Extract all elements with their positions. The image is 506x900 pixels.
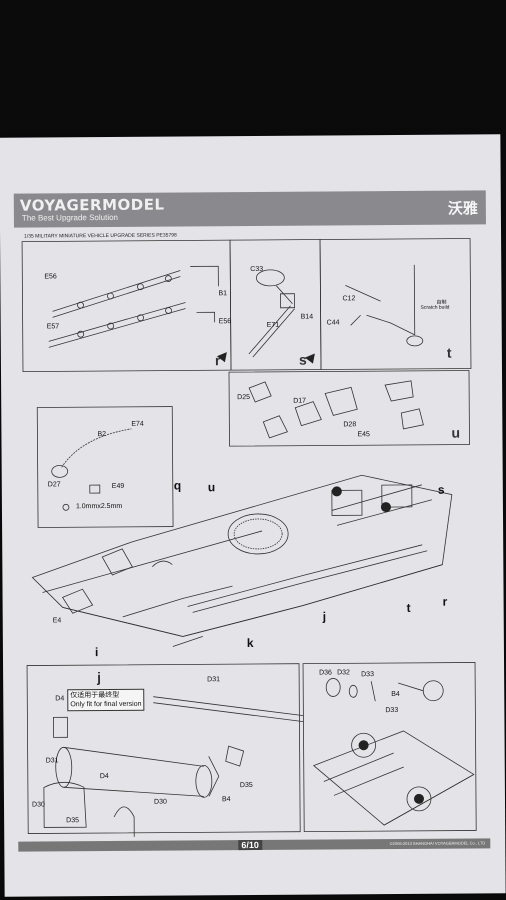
part-label-c33: C33 xyxy=(250,265,264,274)
step-k-marker: k xyxy=(246,635,254,651)
step-r-tag: r xyxy=(214,352,221,369)
instruction-sheet: VOYAGERMODEL The Best Upgrade Solution 沃… xyxy=(0,134,506,897)
part-label-e45: E45 xyxy=(357,431,370,439)
part-label-d30-2: D30 xyxy=(153,798,167,806)
assembly-drawing xyxy=(21,238,477,837)
part-label-e74: E74 xyxy=(131,420,144,428)
step-u-tag: u xyxy=(451,424,461,441)
part-label-d4: D4 xyxy=(55,695,65,703)
step-t-marker: t xyxy=(406,600,411,615)
part-label-d32: D32 xyxy=(337,669,350,677)
part-label-d4-2: D4 xyxy=(99,773,109,781)
part-label-e49: E49 xyxy=(111,482,125,490)
part-label-d36: D36 xyxy=(319,669,332,677)
step-i-marker: i xyxy=(94,645,99,660)
part-label-e56: E56 xyxy=(44,273,57,281)
part-label-b14: B14 xyxy=(300,313,314,321)
part-label-d31-2: D31 xyxy=(45,757,59,765)
part-label-b4-2: B4 xyxy=(391,690,400,699)
final-version-note: 仅适用于最终型 Only fit for final version xyxy=(67,688,145,712)
copyright: ©2006-2013 SHANGHAI VOYAGERMODEL Co., LT… xyxy=(389,840,486,847)
step-u-marker: u xyxy=(207,480,216,495)
part-label-d33-2: D33 xyxy=(385,706,399,715)
part-label-c44: C44 xyxy=(326,319,340,327)
part-label-d25: D25 xyxy=(237,394,251,402)
part-label-e71: E71 xyxy=(266,321,280,329)
page-number: 6/10 xyxy=(238,839,262,851)
final-version-note-cn: 仅适用于最终型 xyxy=(70,691,120,700)
part-label-d27: D27 xyxy=(47,481,61,489)
part-label-d17: D17 xyxy=(293,397,307,405)
step-t-tag: t xyxy=(446,344,452,361)
step-s-tag: s xyxy=(298,351,307,368)
step-r-marker: r xyxy=(442,594,448,609)
part-label-c12: C12 xyxy=(342,295,356,303)
scratch-label: Scratch build xyxy=(420,304,450,311)
final-version-note-en: Only fit for final version xyxy=(70,700,142,709)
part-label-e57: E57 xyxy=(46,323,60,331)
part-label-d30: D30 xyxy=(31,801,45,809)
part-label-d33: D33 xyxy=(361,671,374,679)
part-label-d35: D35 xyxy=(66,817,79,825)
part-label-e4: E4 xyxy=(52,617,62,625)
part-label-b1: B1 xyxy=(218,290,228,298)
part-label-e56-2: E56 xyxy=(218,318,232,326)
part-label-d28: D28 xyxy=(343,421,357,429)
wire-size-label: 1.0mmx2.5mm xyxy=(75,502,123,511)
part-label-d35-2: D35 xyxy=(239,782,253,790)
part-label-d31: D31 xyxy=(207,676,221,684)
step-q-marker: q xyxy=(173,478,182,493)
step-s-marker: s xyxy=(437,482,445,497)
step-j-tag: j xyxy=(97,669,102,686)
part-label-b4: B4 xyxy=(221,796,231,804)
part-label-b2: B2 xyxy=(97,431,107,439)
step-j-marker: j xyxy=(322,609,327,624)
